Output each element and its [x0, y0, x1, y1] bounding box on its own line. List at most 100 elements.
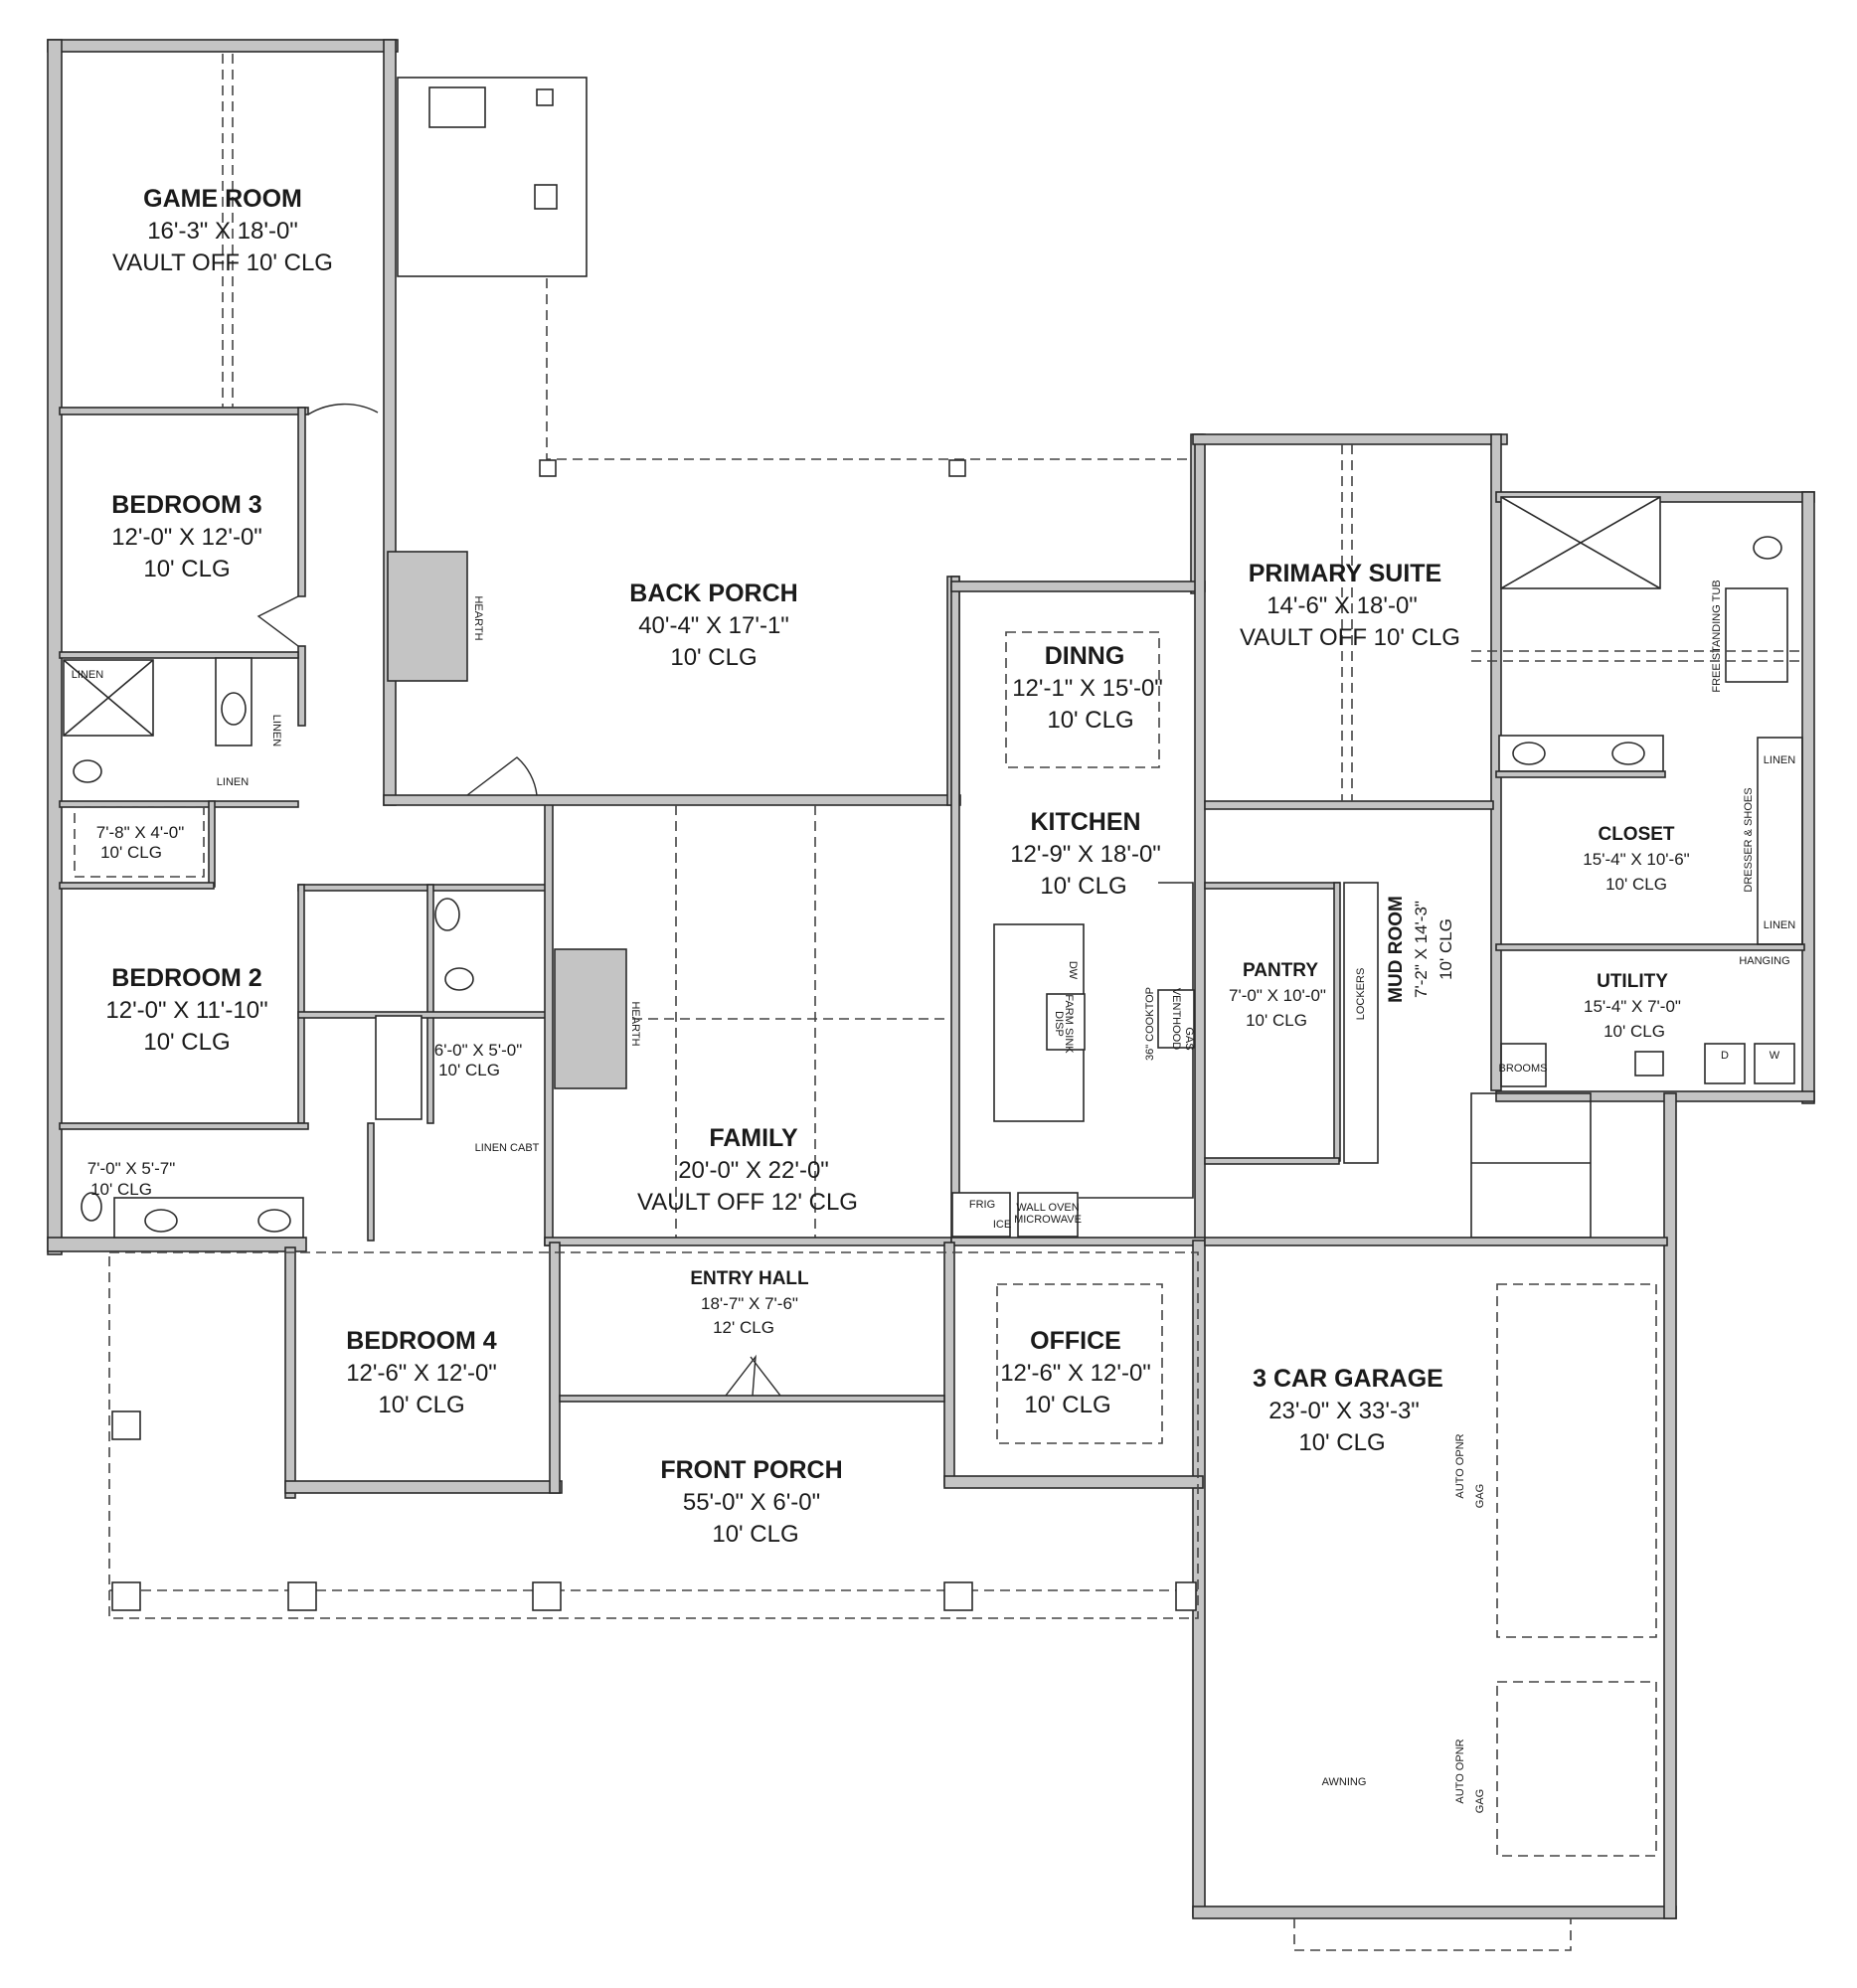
bath4-clg: 10' CLG	[90, 1180, 152, 1199]
left-wing-walls	[47, 39, 554, 1255]
wall-oven-label: WALL OVEN	[1016, 1202, 1079, 1214]
front-porch-beam	[108, 1251, 1199, 1619]
wall	[943, 1242, 955, 1487]
wall	[1801, 491, 1815, 1104]
gag-label: GAG	[1474, 1789, 1486, 1813]
room-ceiling: 10' CLG	[712, 1521, 798, 1548]
room-ceiling: 10' CLG	[143, 1029, 230, 1056]
room-dining: DINNG 12'-1" X 15'-0" 10' CLG	[1012, 642, 1163, 734]
room-dims: 12'-6" X 12'-0"	[1000, 1360, 1151, 1387]
wall	[1204, 882, 1340, 890]
wall	[1204, 1237, 1668, 1246]
shower-x	[63, 659, 154, 737]
door[interactable]	[256, 595, 299, 647]
room-back-porch: BACK PORCH 40'-4" X 17'-1" 10' CLG	[629, 580, 797, 671]
dryer-label: D	[1721, 1050, 1729, 1062]
room-ceiling: 10' CLG	[1040, 873, 1126, 900]
room-name: MUD ROOM	[1386, 896, 1407, 1003]
lockers	[1343, 882, 1379, 1164]
room-pantry: PANTRY 7'-0" X 10'-0" 10' CLG	[1229, 960, 1326, 1030]
wall	[1204, 1157, 1340, 1165]
dishwasher-label: DW	[1067, 961, 1079, 980]
wall	[59, 407, 309, 415]
door[interactable]	[466, 756, 538, 796]
wall	[297, 884, 305, 1124]
wall	[297, 407, 306, 597]
room-ceiling: 10' CLG	[1298, 1429, 1385, 1456]
wall	[383, 39, 397, 806]
room-bedroom-3: BEDROOM 3 12'-0" X 12'-0" 10' CLG	[111, 491, 262, 582]
column	[1175, 1581, 1197, 1611]
dresser-shoes-label: DRESSER & SHOES	[1743, 787, 1755, 892]
cooktop-label: 36" COOKTOP	[1144, 987, 1156, 1061]
wall	[1495, 943, 1805, 951]
farm-sink-label: FARM SINK	[1063, 994, 1075, 1054]
room-dims: 12'-6" X 12'-0"	[346, 1360, 497, 1387]
room-name: GAME ROOM	[143, 185, 302, 213]
room-dims: 15'-4" X 10'-6"	[1583, 850, 1689, 869]
room-front-porch: FRONT PORCH 55'-0" X 6'-0" 10' CLG	[660, 1456, 842, 1548]
toilet-icon	[73, 759, 102, 783]
wall	[1204, 800, 1494, 810]
wall	[284, 1480, 563, 1494]
stairs	[1470, 1092, 1592, 1239]
room-ceiling: 10' CLG	[1605, 875, 1667, 894]
room-ceiling: 10' CLG	[1246, 1011, 1307, 1030]
hearth-label: HEARTH	[629, 1001, 641, 1046]
cooktop-icon	[1157, 989, 1195, 1049]
fridge	[951, 1192, 1011, 1238]
wall	[943, 1475, 1204, 1489]
bath3-dims: 7'-8" X 4'-0"	[96, 823, 185, 842]
awning-outline	[1293, 1918, 1572, 1951]
room-name: 3 CAR GARAGE	[1253, 1365, 1443, 1393]
hanging-label: HANGING	[1739, 955, 1789, 967]
wall	[544, 802, 554, 1246]
room-dims: 15'-4" X 7'-0"	[1584, 997, 1681, 1016]
brooms-label: BROOMS	[1499, 1063, 1548, 1075]
wall	[59, 651, 299, 659]
room-dims: 23'-0" X 33'-3"	[1268, 1398, 1420, 1424]
room-mud-room: MUD ROOM 7'-2" X 14'-3" 10' CLG	[1386, 896, 1455, 1003]
column	[111, 1581, 141, 1611]
room-name: PANTRY	[1243, 960, 1318, 981]
room-ceiling: 12' CLG	[713, 1318, 774, 1337]
front-door[interactable]	[725, 1354, 781, 1397]
room-ceiling: 10' CLG	[143, 556, 230, 582]
wall	[297, 1011, 548, 1019]
room-name: FAMILY	[709, 1124, 798, 1152]
room-entry-hall: ENTRY HALL 18'-7" X 7'-6" 12' CLG	[690, 1268, 809, 1337]
sink-icon	[1611, 742, 1645, 765]
wall	[426, 884, 434, 1124]
room-name: KITCHEN	[1030, 808, 1140, 836]
linen-label: LINEN	[1764, 754, 1795, 766]
room-name: OFFICE	[1030, 1327, 1121, 1355]
room-dims: 14'-6" X 18'-0"	[1266, 592, 1418, 619]
room-primary-suite: PRIMARY SUITE 14'-6" X 18'-0" VAULT OFF …	[1240, 560, 1460, 651]
room-ceiling: 10' CLG	[378, 1392, 464, 1418]
room-dims: 12'-9" X 18'-0"	[1010, 841, 1161, 868]
wall	[208, 800, 216, 888]
wall	[1192, 433, 1508, 445]
room-name: UTILITY	[1597, 971, 1668, 992]
washer-icon	[1754, 1043, 1795, 1084]
wall	[950, 1237, 1206, 1246]
wall	[549, 1242, 561, 1494]
room-name: BEDROOM 3	[111, 491, 261, 519]
column	[287, 1581, 317, 1611]
garage-door-track	[1496, 1283, 1657, 1638]
room-ceiling: 10' CLG	[1024, 1392, 1110, 1418]
linen-label: LINEN	[1764, 919, 1795, 931]
office-ceiling	[996, 1283, 1163, 1444]
wall	[1663, 1092, 1677, 1919]
door[interactable]	[307, 403, 379, 415]
room-bedroom-4: BEDROOM 4 12'-6" X 12'-0" 10' CLG	[346, 1327, 497, 1418]
room-utility: UTILITY 15'-4" X 7'-0" 10' CLG	[1584, 971, 1681, 1041]
gag-label: GAG	[1474, 1484, 1486, 1508]
sink-icon	[257, 1209, 291, 1233]
bath3-clg: 10' CLG	[100, 843, 162, 862]
fireplace	[387, 551, 468, 682]
porch-beam	[546, 278, 1193, 460]
bathtub-icon	[375, 1015, 422, 1120]
toilet-icon	[1753, 536, 1782, 560]
